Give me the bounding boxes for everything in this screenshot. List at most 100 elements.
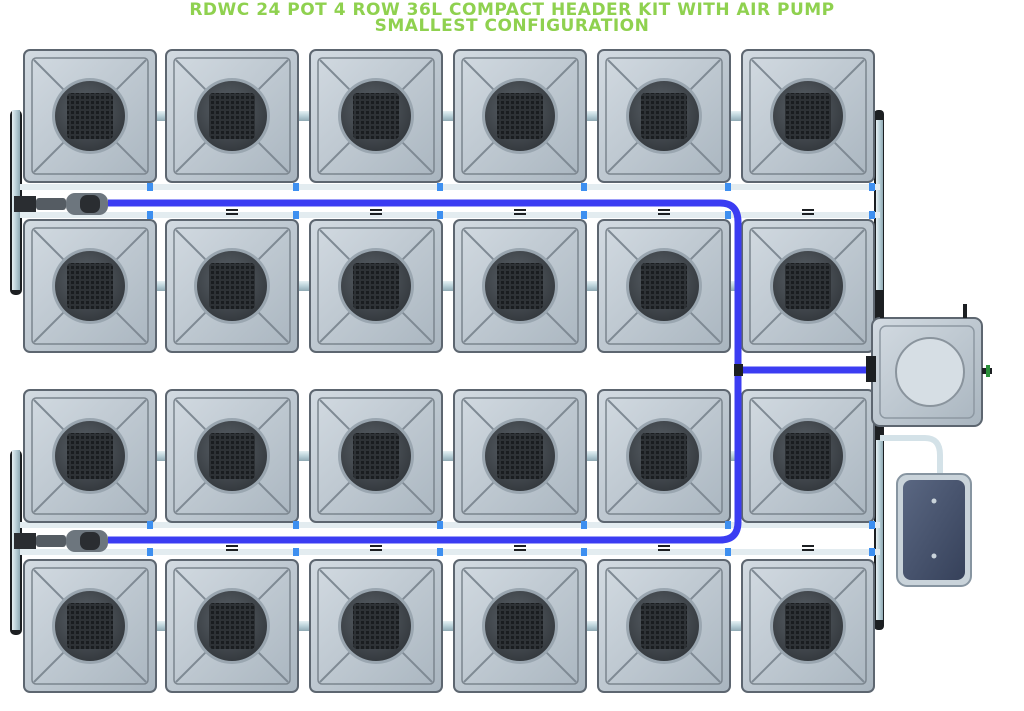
return-line [20,522,880,528]
blue-clip [147,521,153,529]
grow-pot [741,389,875,523]
grow-pots [23,49,875,693]
blue-clip [725,183,731,191]
net-basket [353,603,399,649]
net-basket [497,93,543,139]
blue-clip [147,183,153,191]
grow-pot [165,559,299,693]
net-basket [67,603,113,649]
dash-mark [370,213,382,215]
blue-clip [437,183,443,191]
air-lines [108,199,872,544]
control-bucket [866,304,992,427]
pipe-segment [726,621,746,631]
dash-mark [370,209,382,211]
net-basket [209,93,255,139]
pipe-segment [582,621,602,631]
net-basket [67,93,113,139]
pipe-vertical [876,440,883,620]
grow-pot [309,219,443,353]
grow-pot [741,49,875,183]
grow-pot [165,219,299,353]
net-basket [785,93,831,139]
net-basket [641,93,687,139]
grow-pot [453,559,587,693]
blue-clip [725,521,731,529]
dash-mark [802,549,814,551]
net-basket [353,433,399,479]
dash-mark [370,549,382,551]
diagram-title-line-2: SMALLEST CONFIGURATION [374,16,650,36]
blue-clip [293,548,299,556]
net-basket [785,263,831,309]
net-basket [209,263,255,309]
grow-pot [23,219,157,353]
pipe-segment [438,451,458,461]
pipe-segment [726,111,746,121]
dash-mark [514,209,526,211]
blue-clip [869,183,875,191]
pipe-segment [438,111,458,121]
pipe-segment [294,621,314,631]
pipe-segment [294,281,314,291]
grow-pot [741,219,875,353]
blue-clip [147,548,153,556]
grow-pot [165,389,299,523]
net-basket [353,93,399,139]
net-basket [497,603,543,649]
grow-pot [453,219,587,353]
blue-clip [437,211,443,219]
net-basket [497,433,543,479]
dash-mark [226,549,238,551]
pipe-segment [582,281,602,291]
net-basket [641,433,687,479]
dash-mark [658,545,670,547]
blue-clip [437,521,443,529]
blue-clip [725,211,731,219]
pipe-segment [294,451,314,461]
air-pump [896,473,972,587]
dash-mark [802,545,814,547]
grow-pot [23,49,157,183]
pipe-segment [152,621,170,631]
air-inlet-upper [14,193,108,215]
pipe-segment [152,451,170,461]
dash-mark [658,549,670,551]
net-basket [67,433,113,479]
dash-mark [514,213,526,215]
grow-pot [453,389,587,523]
pipe-segment [152,111,170,121]
grow-pot [309,49,443,183]
dash-mark [802,213,814,215]
pipe-segment [582,111,602,121]
blue-clip [437,548,443,556]
air-line-joint [734,364,743,376]
water-pipes [12,110,883,631]
dash-mark [514,549,526,551]
net-basket [209,433,255,479]
blue-clip [725,548,731,556]
dash-mark [514,545,526,547]
blue-clip [147,211,153,219]
dash-mark [226,545,238,547]
grow-pot [597,49,731,183]
net-basket [641,603,687,649]
net-basket [67,263,113,309]
dash-mark [658,213,670,215]
blue-clip [581,183,587,191]
blue-clip [869,548,875,556]
return-line [20,212,880,218]
grow-pot [23,559,157,693]
grow-pot [309,389,443,523]
grow-pot [597,389,731,523]
net-basket [785,433,831,479]
pipe-segment [438,281,458,291]
return-line [20,549,880,555]
grow-pot [741,559,875,693]
blue-clip [581,521,587,529]
dash-mark [226,209,238,211]
pipe-segment [294,111,314,121]
blue-clip [581,211,587,219]
grow-pot [165,49,299,183]
